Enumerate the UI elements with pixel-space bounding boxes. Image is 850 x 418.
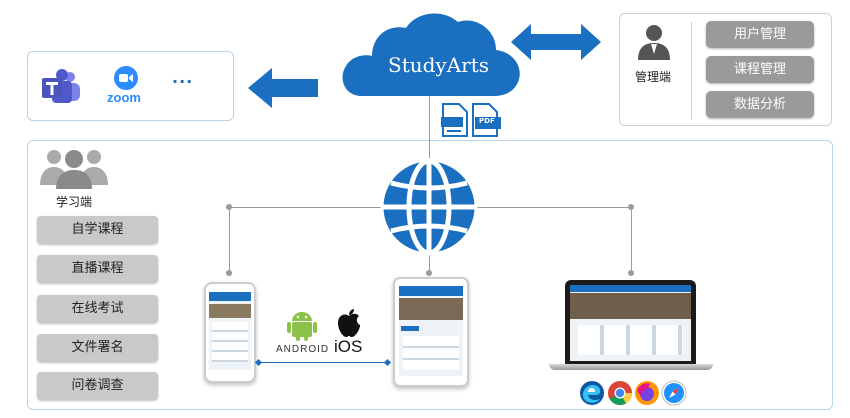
phone-device	[204, 282, 256, 383]
user-management-button[interactable]: 用户管理	[706, 21, 814, 48]
laptop-header	[570, 285, 691, 292]
phone-screen	[209, 292, 251, 370]
pdf-icon	[472, 103, 501, 137]
user-group-icon	[40, 150, 108, 189]
laptop-device	[565, 280, 696, 364]
document-icon	[441, 103, 468, 137]
phone-list	[212, 322, 248, 362]
network-drop-right	[631, 207, 632, 273]
android-label: ANDROID	[276, 344, 330, 355]
network-node	[628, 270, 634, 276]
safari-icon	[661, 380, 687, 406]
globe-icon	[380, 158, 478, 256]
device-link	[258, 362, 388, 363]
network-drop-center	[429, 250, 430, 273]
cloud-brand: StudyArts	[388, 53, 490, 77]
cloud-icon	[342, 13, 520, 97]
laptop-base	[549, 364, 713, 370]
ios-label: iOS	[334, 337, 363, 356]
data-analysis-button[interactable]: 数据分析	[706, 91, 814, 118]
apple-icon	[338, 309, 360, 337]
chrome-icon	[608, 381, 632, 406]
self-study-button[interactable]: 自学课程	[37, 216, 158, 244]
laptop-banner	[570, 293, 691, 319]
tablet-device	[393, 277, 469, 387]
pdf-label: PDF	[479, 117, 495, 125]
integrations-panel: zoom ···	[27, 51, 234, 121]
learner-title: 学习端	[56, 195, 93, 209]
phone-header	[209, 292, 251, 301]
file-sign-button[interactable]: 文件署名	[37, 334, 158, 362]
tablet-banner	[399, 298, 463, 320]
double-arrow-icon	[511, 24, 601, 60]
admin-title: 管理端	[635, 70, 672, 84]
phone-banner	[209, 304, 251, 318]
admin-user-icon	[638, 25, 670, 60]
zoom-label: zoom	[107, 90, 141, 105]
network-node	[426, 270, 432, 276]
network-drop-left	[229, 207, 230, 273]
edge-icon	[580, 381, 604, 405]
laptop-screen	[570, 285, 691, 361]
laptop-content	[578, 325, 683, 355]
left-arrow-icon	[248, 68, 318, 108]
zoom-icon	[114, 66, 138, 90]
ellipsis-icon: ···	[172, 72, 194, 91]
firefox-icon	[635, 381, 659, 405]
admin-divider	[691, 22, 692, 120]
admin-panel: 管理端 用户管理 课程管理 数据分析	[619, 13, 832, 126]
survey-button[interactable]: 问卷调查	[37, 372, 158, 400]
network-node	[226, 204, 232, 210]
android-icon	[287, 312, 317, 341]
tablet-list	[403, 336, 459, 370]
network-node	[226, 270, 232, 276]
tablet-header	[399, 286, 463, 296]
tablet-tag	[401, 326, 419, 331]
course-management-button[interactable]: 课程管理	[706, 56, 814, 83]
live-course-button[interactable]: 直播课程	[37, 255, 158, 283]
cloud-connector	[429, 96, 430, 158]
teams-icon	[42, 69, 80, 103]
network-node	[628, 204, 634, 210]
tablet-screen	[399, 286, 463, 376]
online-exam-button[interactable]: 在线考试	[37, 295, 158, 323]
